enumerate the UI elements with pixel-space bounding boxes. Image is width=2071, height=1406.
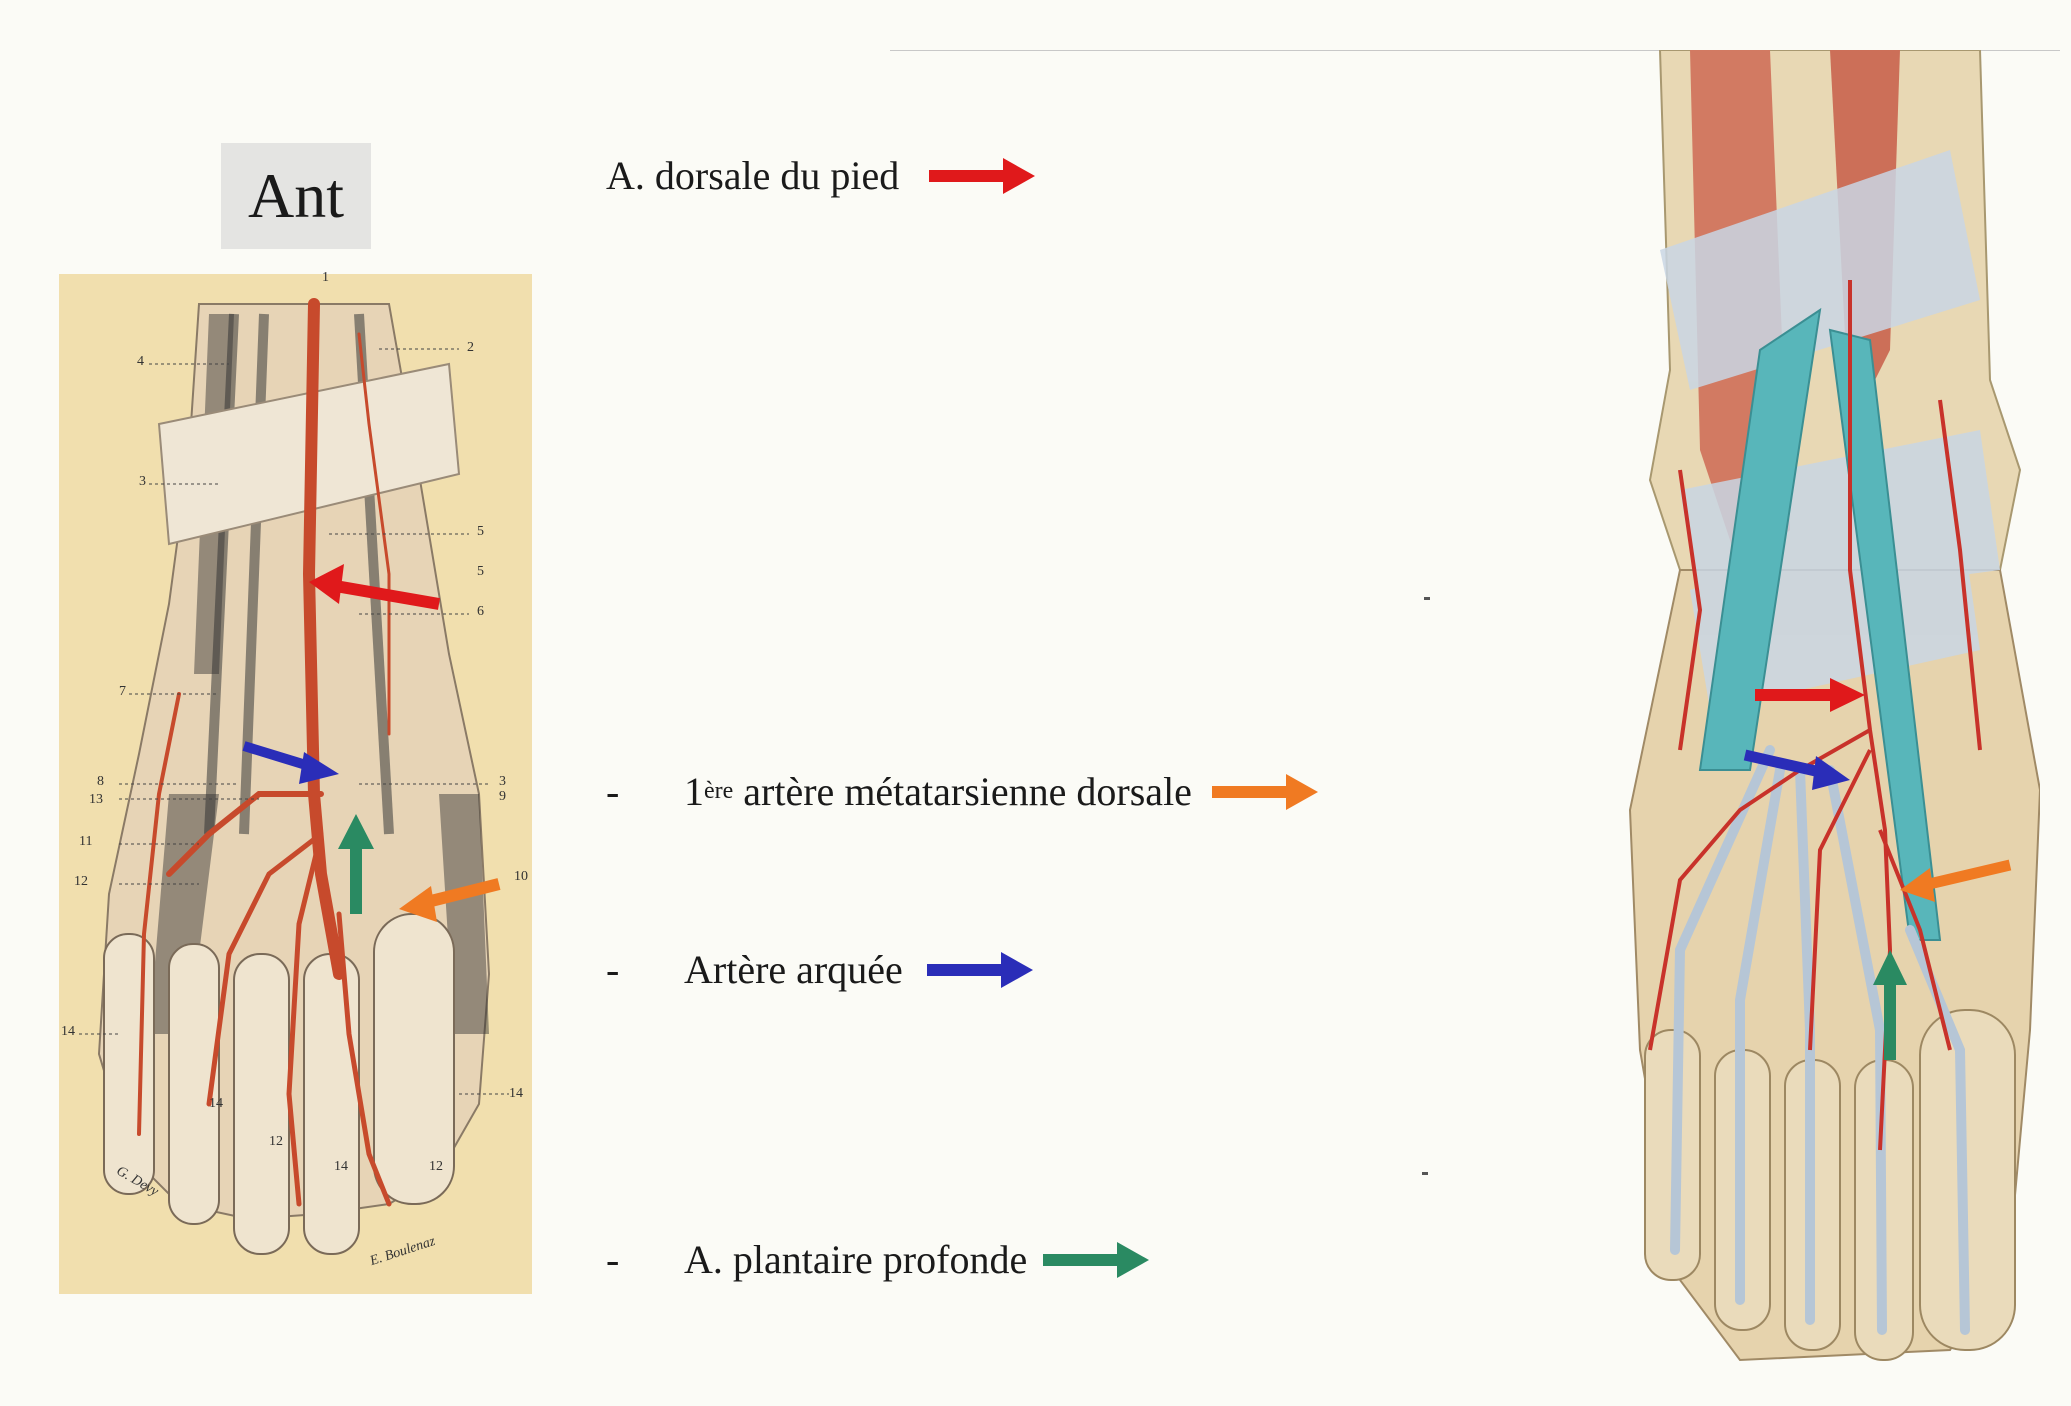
legend-metatarsal-text: artère métatarsienne dorsale <box>733 769 1192 814</box>
num-9: 9 <box>499 789 506 804</box>
num-14c: 14 <box>209 1096 223 1111</box>
ant-label: Ant <box>248 160 344 231</box>
speck <box>1422 1172 1428 1175</box>
left-plantar-arrow <box>338 814 374 914</box>
speck <box>1424 597 1430 600</box>
right-dorsal-arrow <box>1755 678 1865 712</box>
right-arcuate-arrow <box>1743 749 1850 790</box>
right-foot-drawing <box>1628 49 2042 1362</box>
left-foot-illustration: 1 2 4 3 5 6 7 8 9 10 11 12 13 14 3 5 14 … <box>59 270 532 1294</box>
num-5: 5 <box>477 524 484 539</box>
legend-metatarsal-num: 1 <box>684 769 704 814</box>
left-arcuate-arrow <box>242 741 339 784</box>
signature-boulenaz: E. Boulenaz <box>368 1233 438 1270</box>
num-14b: 14 <box>509 1086 523 1101</box>
legend-plantar: - A. plantaire profonde <box>606 1236 1151 1283</box>
legend-plantar-arrow-icon <box>1043 1241 1150 1278</box>
legend-dorsal-text: A. dorsale du pied <box>606 153 900 198</box>
legend-dorsal: A. dorsale du pied <box>606 152 1037 199</box>
legend-dorsal-arrow-icon <box>929 157 1036 194</box>
left-metatarsal-arrow <box>399 878 501 922</box>
legend-arcuate-arrow-icon <box>926 951 1033 988</box>
right-plantar-arrow <box>1873 950 1907 1060</box>
legend-metatarsal-dash: - <box>606 769 620 814</box>
left-foot-drawing <box>59 274 532 1294</box>
legend-arcuate-dash: - <box>606 947 620 992</box>
legend-arcuate: - Artère arquée <box>606 946 1035 993</box>
num-1: 1 <box>322 270 329 285</box>
num-6: 6 <box>477 604 484 619</box>
ant-label-box: Ant <box>221 143 371 249</box>
num-4: 4 <box>137 354 144 369</box>
num-13: 13 <box>89 792 103 807</box>
num-8: 8 <box>97 774 104 789</box>
signature-devy: G. Devy <box>113 1163 161 1200</box>
num-12: 12 <box>74 874 88 889</box>
num-2: 2 <box>467 340 474 355</box>
num-11: 11 <box>79 834 93 849</box>
num-7: 7 <box>119 684 126 699</box>
legend-metatarsal-sup: ère <box>704 778 734 804</box>
num-14a: 14 <box>61 1024 75 1039</box>
right-metatarsal-arrow <box>1900 859 2012 902</box>
num-12b: 12 <box>269 1134 283 1149</box>
num-3b: 3 <box>499 774 506 789</box>
left-dorsal-arrow <box>309 564 441 610</box>
num-10: 10 <box>514 869 528 884</box>
legend-arcuate-text: Artère arquée <box>684 947 903 992</box>
legend-plantar-text: A. plantaire profonde <box>684 1237 1028 1282</box>
num-12c: 12 <box>429 1159 443 1174</box>
num-14d: 14 <box>334 1159 348 1174</box>
num-3: 3 <box>139 474 146 489</box>
num-5b: 5 <box>477 564 484 579</box>
legend-plantar-dash: - <box>606 1237 620 1282</box>
legend-metatarsal-arrow-icon <box>1211 773 1318 810</box>
right-foot-illustration <box>1620 49 2042 1370</box>
top-rule <box>890 50 2060 51</box>
